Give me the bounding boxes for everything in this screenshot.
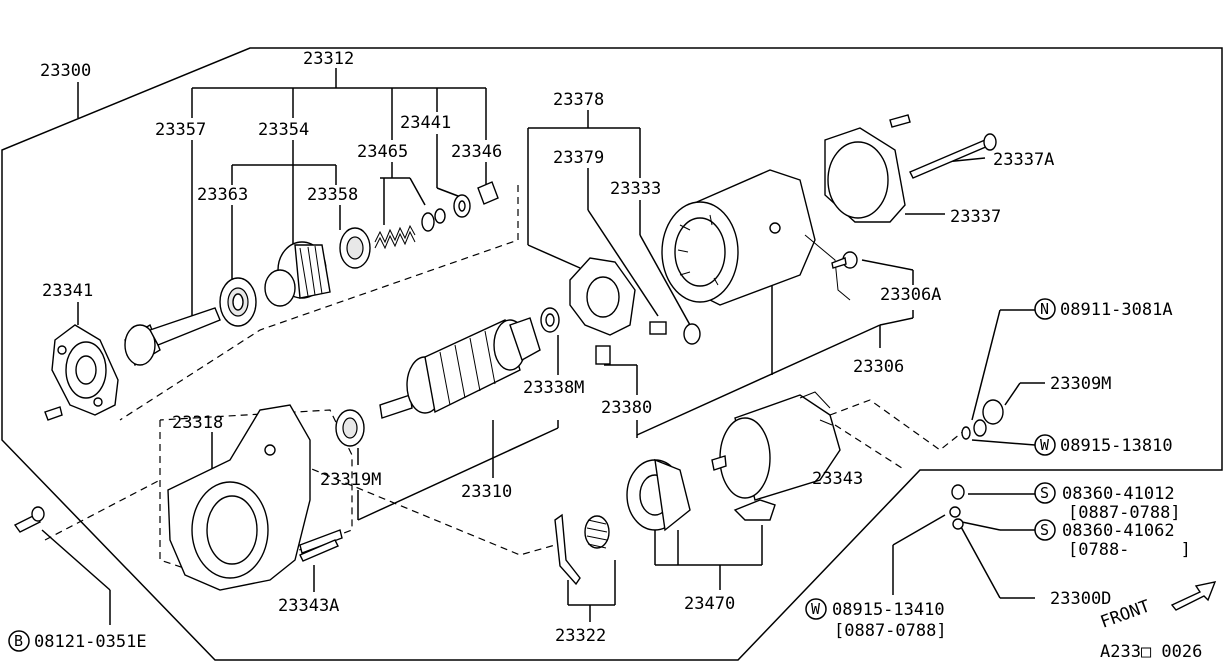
label-23309M: 23309M: [1050, 374, 1111, 394]
part-23465-spring: [374, 208, 446, 250]
part-23319M-bearing: [335, 409, 365, 447]
part-23343-solenoid: [711, 391, 841, 501]
label-08915b-group: W 08915-13410 [0887-0788]: [805, 598, 947, 641]
label-23470: 23470: [684, 594, 735, 614]
assembly-boundary: [1, 47, 1223, 661]
assembly-dashed-lines: [44, 185, 966, 581]
label-23465: 23465: [357, 142, 408, 162]
label-08915a-group: W 08915-13810: [1034, 434, 1173, 456]
label-23312: 23312: [303, 49, 354, 69]
label-08915b-range: [0887-0788]: [834, 621, 947, 641]
prefix-N: N: [1040, 300, 1049, 318]
label-23354: 23354: [258, 120, 309, 140]
label-23333: 23333: [610, 179, 661, 199]
part-23306-yoke: [661, 169, 851, 306]
part-23441-23346-washers: [453, 181, 499, 218]
label-23310: 23310: [461, 482, 512, 502]
label-23306A: 23306A: [880, 285, 941, 305]
label-23338M: 23338M: [523, 378, 584, 398]
label-23380: 23380: [601, 398, 652, 418]
label-23306: 23306: [853, 357, 904, 377]
label-08121: 08121-0351E: [34, 632, 147, 652]
label-23300D: 23300D: [1050, 589, 1111, 609]
label-23343: 23343: [812, 469, 863, 489]
label-23319M: 23319M: [320, 470, 381, 490]
part-23337A-through-bolt: [909, 133, 997, 179]
leader-lines: [41, 68, 1045, 625]
label-23341: 23341: [42, 281, 93, 301]
label-08360b: 08360-41062: [1062, 521, 1175, 541]
front-direction-arrow: [1170, 581, 1217, 611]
part-23470-plunger-kit: [626, 458, 776, 532]
part-23322-shift-lever: [554, 513, 610, 586]
label-08121-group: B 08121-0351E: [8, 630, 147, 652]
label-08360b-group: S 08360-41062 [0788- ]: [1034, 519, 1191, 560]
label-23379: 23379: [553, 148, 604, 168]
label-08911: 08911-3081A: [1060, 300, 1173, 320]
part-08360-screws: [949, 484, 965, 530]
prefix-S: S: [1040, 521, 1049, 539]
part-23341-rear-cover: [44, 324, 119, 421]
part-08121-bolt: [13, 506, 45, 533]
part-23358-bearing: [339, 227, 371, 269]
label-23378: 23378: [553, 90, 604, 110]
label-23343A: 23343A: [278, 596, 339, 616]
label-08360b-range: [0788- ]: [1068, 540, 1191, 560]
label-23357: 23357: [155, 120, 206, 140]
label-23337: 23337: [950, 207, 1001, 227]
part-23337-end-frame: [824, 114, 911, 223]
label-23358: 23358: [307, 185, 358, 205]
part-23318-front-housing: [167, 404, 343, 591]
label-23300: 23300: [40, 61, 91, 81]
label-08911-group: N 08911-3081A: [1034, 298, 1173, 320]
label-08360a-range: [0887-0788]: [1068, 503, 1181, 523]
label-08915b: 08915-13410: [832, 600, 945, 620]
prefix-W: W: [1040, 436, 1050, 454]
part-23310-armature: [379, 317, 541, 419]
part-23378-brush-holder: [569, 257, 701, 365]
prefix-B: B: [14, 632, 23, 650]
part-23357-pinion: [124, 307, 221, 367]
label-reference-code: A233□ 0026: [1100, 642, 1202, 662]
label-08360a: 08360-41012: [1062, 484, 1175, 504]
part-23363-bearing: [219, 277, 257, 327]
label-23322: 23322: [555, 626, 606, 646]
label-23337A: 23337A: [993, 150, 1054, 170]
part-23343A-bolt: [299, 539, 339, 562]
label-23441: 23441: [400, 113, 451, 133]
part-23306A-screw: [831, 251, 858, 269]
prefix-W: W: [811, 600, 821, 618]
label-23346: 23346: [451, 142, 502, 162]
label-23318: 23318: [172, 413, 223, 433]
part-23338M-bearing: [540, 307, 560, 333]
label-08915a: 08915-13810: [1060, 436, 1173, 456]
part-23309M-nut: [961, 399, 1004, 440]
label-23363: 23363: [197, 185, 248, 205]
prefix-S: S: [1040, 484, 1049, 502]
part-23354-clutch-gear: [264, 241, 331, 307]
label-08360a-group: S 08360-41012 [0887-0788]: [1034, 482, 1181, 523]
